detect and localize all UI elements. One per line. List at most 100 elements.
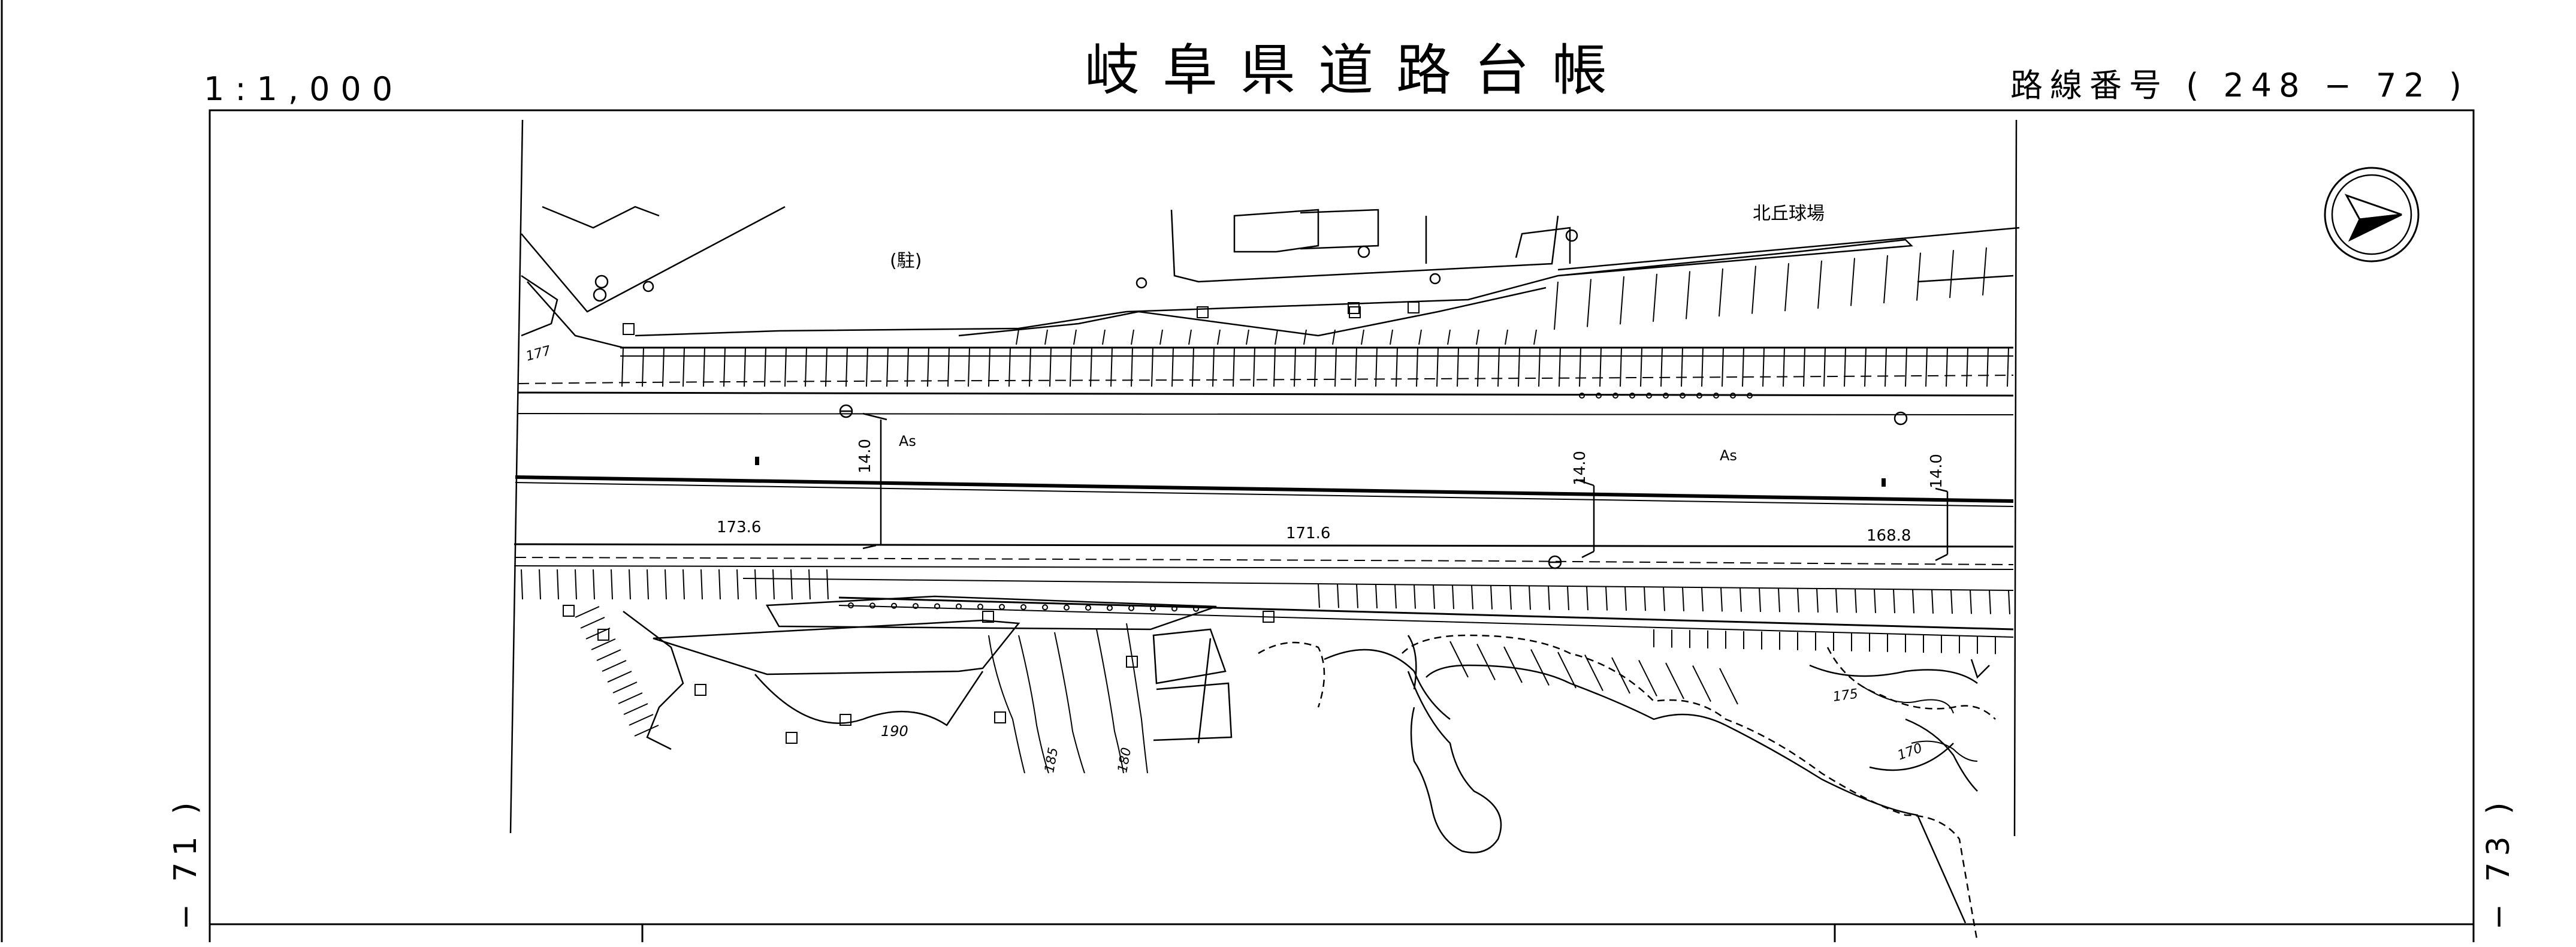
structure-marker	[786, 732, 798, 744]
slope-tick	[764, 347, 766, 387]
guardrail-post	[1596, 393, 1602, 399]
north-arrow-icon	[2324, 167, 2420, 263]
slope-tick	[1471, 585, 1473, 610]
slope-tick	[1751, 266, 1756, 314]
slope-tick	[1986, 347, 1989, 387]
guardrail-dots	[848, 393, 1753, 612]
slope-tick	[1008, 347, 1011, 387]
slope-tick	[1970, 590, 1972, 614]
hydrant-icon	[642, 281, 654, 292]
slope-tick	[1946, 347, 1948, 387]
guardrail-post	[1663, 393, 1669, 399]
slope-tick	[580, 617, 605, 629]
guardrail-post	[1150, 605, 1156, 612]
slope-tick	[723, 347, 726, 387]
slope-tick	[790, 569, 793, 600]
utility-pole-icon	[593, 288, 607, 302]
guardrail-post	[869, 602, 875, 609]
slope-tick	[988, 347, 990, 387]
slope-tick	[1665, 662, 1684, 699]
slope-tick	[1759, 587, 1761, 612]
structure-marker	[994, 711, 1006, 723]
slope-tick	[1620, 276, 1624, 325]
slope-tick	[1883, 255, 1888, 304]
slope-tick	[1090, 347, 1092, 387]
structure-marker	[597, 629, 609, 641]
slope-tick	[1586, 586, 1589, 611]
slope-tick	[539, 569, 541, 600]
slope-tick	[1449, 641, 1469, 678]
slope-tick	[1835, 589, 1838, 613]
slope-tick	[1361, 329, 1364, 345]
meter-icon	[1894, 411, 1908, 426]
slope-tick	[700, 569, 703, 600]
slope-tick	[1529, 586, 1531, 610]
slope-tick	[1653, 273, 1657, 322]
guardrail-post	[1680, 393, 1686, 399]
slope-tick	[575, 569, 577, 600]
lower-slope-hatching	[521, 569, 2010, 705]
guardrail-post	[891, 602, 897, 609]
route-number: 路線番号 ( 248 − 72 )	[2010, 67, 2469, 104]
slope-tick	[825, 347, 828, 387]
slope-tick	[665, 569, 667, 600]
slope-tick	[754, 569, 757, 600]
utility-pole-icon	[1565, 229, 1578, 242]
slope-tick	[1722, 347, 1724, 387]
slope-tick	[1102, 329, 1106, 345]
slope-tick	[808, 569, 811, 600]
elevation-label-2: 171.6	[1286, 524, 1330, 542]
slope-tick	[1452, 585, 1454, 610]
slope-tick	[1303, 329, 1307, 345]
slope-tick	[1375, 347, 1378, 387]
contour-label-175: 175	[1832, 686, 1859, 705]
slope-tick	[682, 569, 685, 600]
map-frame	[209, 109, 2475, 942]
pavement-label-left: As	[899, 433, 916, 450]
slope-tick	[1742, 347, 1744, 387]
slope-tick	[1416, 347, 1418, 387]
elevation-label-1: 173.6	[717, 518, 761, 536]
slope-tick	[1396, 347, 1398, 387]
guardrail-post	[1085, 604, 1091, 611]
slope-tick	[1660, 347, 1663, 387]
slope-tick	[1620, 347, 1622, 387]
slope-tick	[1638, 660, 1657, 696]
elevation-label-3: 168.8	[1867, 527, 1911, 545]
slope-tick	[1740, 587, 1742, 612]
slope-tick	[1559, 347, 1561, 387]
slope-tick	[1817, 260, 1822, 309]
slope-tick	[1719, 668, 1738, 705]
meter-icon	[1357, 245, 1370, 258]
slope-tick	[1803, 347, 1805, 387]
slope-tick	[845, 347, 848, 387]
slope-tick	[1375, 584, 1378, 608]
slope-tick	[611, 569, 613, 600]
slope-tick	[1931, 589, 1934, 614]
guardrail-post	[1696, 393, 1702, 399]
slope-tick	[1587, 279, 1591, 327]
slope-tick	[1016, 329, 1019, 345]
slope-tick	[1567, 586, 1569, 610]
slope-tick	[1518, 347, 1520, 387]
structure-marker	[1349, 306, 1361, 318]
width-dimensions	[862, 412, 1949, 562]
guardrail-post	[1612, 393, 1618, 399]
slope-tick	[1233, 347, 1235, 387]
slope-tick	[1503, 646, 1523, 683]
slope-tick	[1644, 587, 1646, 611]
slope-tick	[1294, 347, 1296, 387]
slope-tick	[1246, 329, 1249, 345]
slope-tick	[1701, 587, 1704, 612]
slope-tick	[1159, 329, 1163, 345]
slope-tick	[736, 569, 739, 600]
slope-tick	[1855, 589, 1857, 613]
sheet-title: 岐阜県道路台帳	[1085, 38, 1630, 102]
guardrail-post	[848, 602, 854, 608]
slope-tick	[1905, 347, 1907, 387]
survey-symbols	[593, 229, 1908, 569]
slope-tick	[1681, 347, 1683, 387]
lower-left-stairs	[575, 606, 659, 737]
slope-tick	[1433, 584, 1435, 609]
slope-tick	[629, 569, 631, 600]
